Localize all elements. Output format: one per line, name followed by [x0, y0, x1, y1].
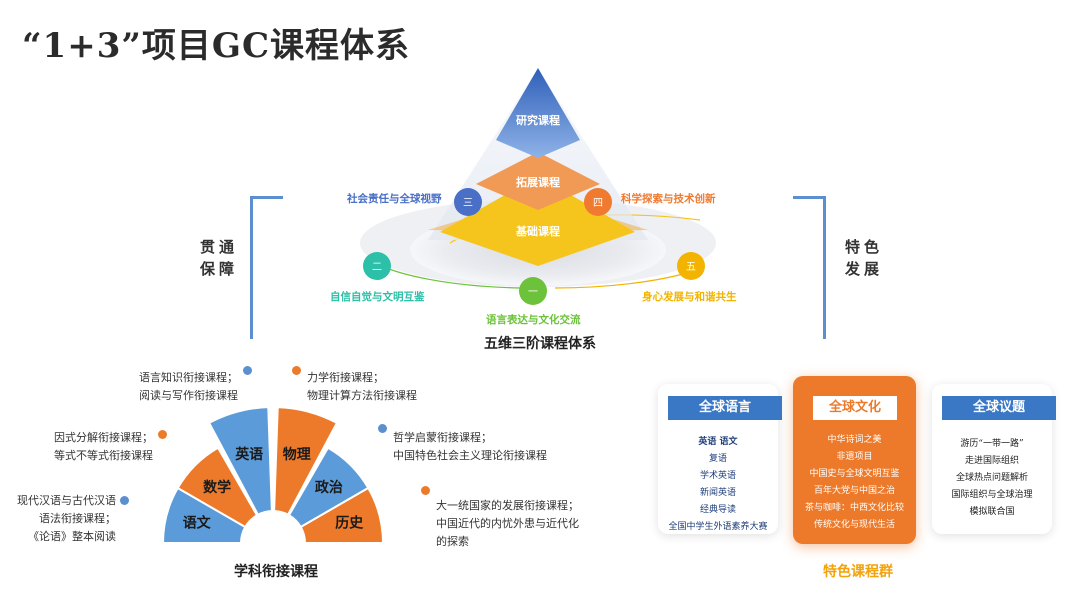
dimension-badge-1	[519, 277, 547, 305]
dimension-badge-5	[677, 252, 705, 280]
sector-chinese-label: 语文	[183, 515, 212, 532]
sector-english	[207, 406, 273, 517]
dimension-badge-3	[454, 188, 482, 216]
sector-english-label: 英语	[234, 446, 263, 463]
sector-history-label: 历史	[335, 516, 364, 532]
sector-physics	[273, 406, 339, 517]
svg-text:一: 一	[528, 287, 538, 298]
note-math: 因式分解衔接课程；等式不等式衔接课程	[54, 431, 153, 462]
pin-history	[421, 486, 430, 495]
dimension-label-5: 身心发展与和谐共生	[642, 291, 737, 303]
svg-text:五: 五	[686, 262, 696, 273]
sector-history	[299, 486, 385, 544]
card-items: 英语 语文 复语 学术英语 新闻英语 经典导读 全国中学生外语素养大赛	[668, 437, 768, 532]
pin-math	[158, 430, 167, 439]
pin-chinese	[120, 496, 129, 505]
card-head: 全球语言	[668, 396, 782, 420]
card-global-issues: 全球议题 游历“一带一路” 走进国际组织 全球热点问题解析 国际组织与全球治理 …	[932, 384, 1056, 534]
card-head: 全球议题	[942, 396, 1056, 420]
sector-politics-label: 政治	[315, 479, 343, 496]
card-global-culture: 全球文化 中华诗词之美 非遗项目 中国史与全球文明互鉴 百年大党与中国之治 茶与…	[793, 376, 916, 544]
special-caption: 特色课程群	[823, 564, 893, 580]
dimension-label-1: 语言表达与文化交流	[486, 314, 581, 326]
note-physics: 力学衔接课程；物理计算方法衔接课程	[307, 371, 417, 402]
right-side-label: 特色发展	[845, 238, 884, 278]
pyramid-caption: 五维三阶课程体系	[484, 336, 596, 352]
fan-caption: 学科衔接课程	[234, 564, 318, 580]
note-history: 大一统国家的发展衔接课程；中国近代的内忧外患与近代化的探索	[436, 499, 579, 548]
level-middle-label: 拓展课程	[516, 175, 560, 189]
sector-politics	[287, 446, 370, 529]
svg-text:三: 三	[463, 198, 473, 209]
dimension-badge-2	[363, 252, 391, 280]
sector-physics-label: 物理	[283, 446, 311, 463]
card-global-language: 全球语言 英语 语文 复语 学术英语 新闻英语 经典导读 全国中学生外语素养大赛	[658, 384, 782, 534]
pyramid-diagram: 研究课程 拓展课程 基础课程 一 二 三 四 五	[360, 68, 716, 305]
pin-english	[243, 366, 252, 375]
card-head: 全球文化	[813, 396, 897, 420]
pin-physics	[292, 366, 301, 375]
level-top-label: 研究课程	[516, 113, 560, 127]
sector-math-label: 数学	[203, 479, 231, 496]
svg-text:四: 四	[593, 198, 603, 209]
pin-politics	[378, 424, 387, 433]
note-english: 语言知识衔接课程；阅读与写作衔接课程	[139, 371, 238, 402]
svg-text:二: 二	[372, 262, 382, 273]
dimension-badge-4	[584, 188, 612, 216]
level-top	[496, 68, 580, 158]
sector-chinese	[161, 486, 247, 544]
card-items: 中华诗词之美 非遗项目 中国史与全球文明互鉴 百年大党与中国之治 茶与咖啡：中西…	[804, 435, 904, 530]
level-base-label: 基础课程	[515, 224, 560, 238]
left-bracket	[250, 196, 283, 339]
dimension-label-4: 科学探索与技术创新	[621, 193, 716, 205]
note-politics: 哲学启蒙衔接课程；中国特色社会主义理论衔接课程	[393, 431, 547, 462]
left-side-label: 贯通保障	[200, 238, 239, 278]
fan-hub	[245, 515, 301, 550]
sector-math	[176, 446, 259, 529]
level-middle	[476, 152, 600, 210]
right-bracket	[793, 196, 826, 339]
page-title: “1+3”项目GC课程体系	[22, 26, 411, 66]
dimension-label-2: 自信自觉与文明互鉴	[330, 291, 425, 303]
note-chinese: 现代汉语与古代汉语语法衔接课程；《论语》整本阅读	[17, 494, 116, 543]
orbit-arc-gold	[554, 271, 691, 289]
dimension-label-3: 社会责任与全球视野	[347, 193, 442, 205]
level-base	[440, 176, 635, 266]
card-items: 游历“一带一路” 走进国际组织 全球热点问题解析 国际组织与全球治理 模拟联合国	[951, 439, 1033, 517]
